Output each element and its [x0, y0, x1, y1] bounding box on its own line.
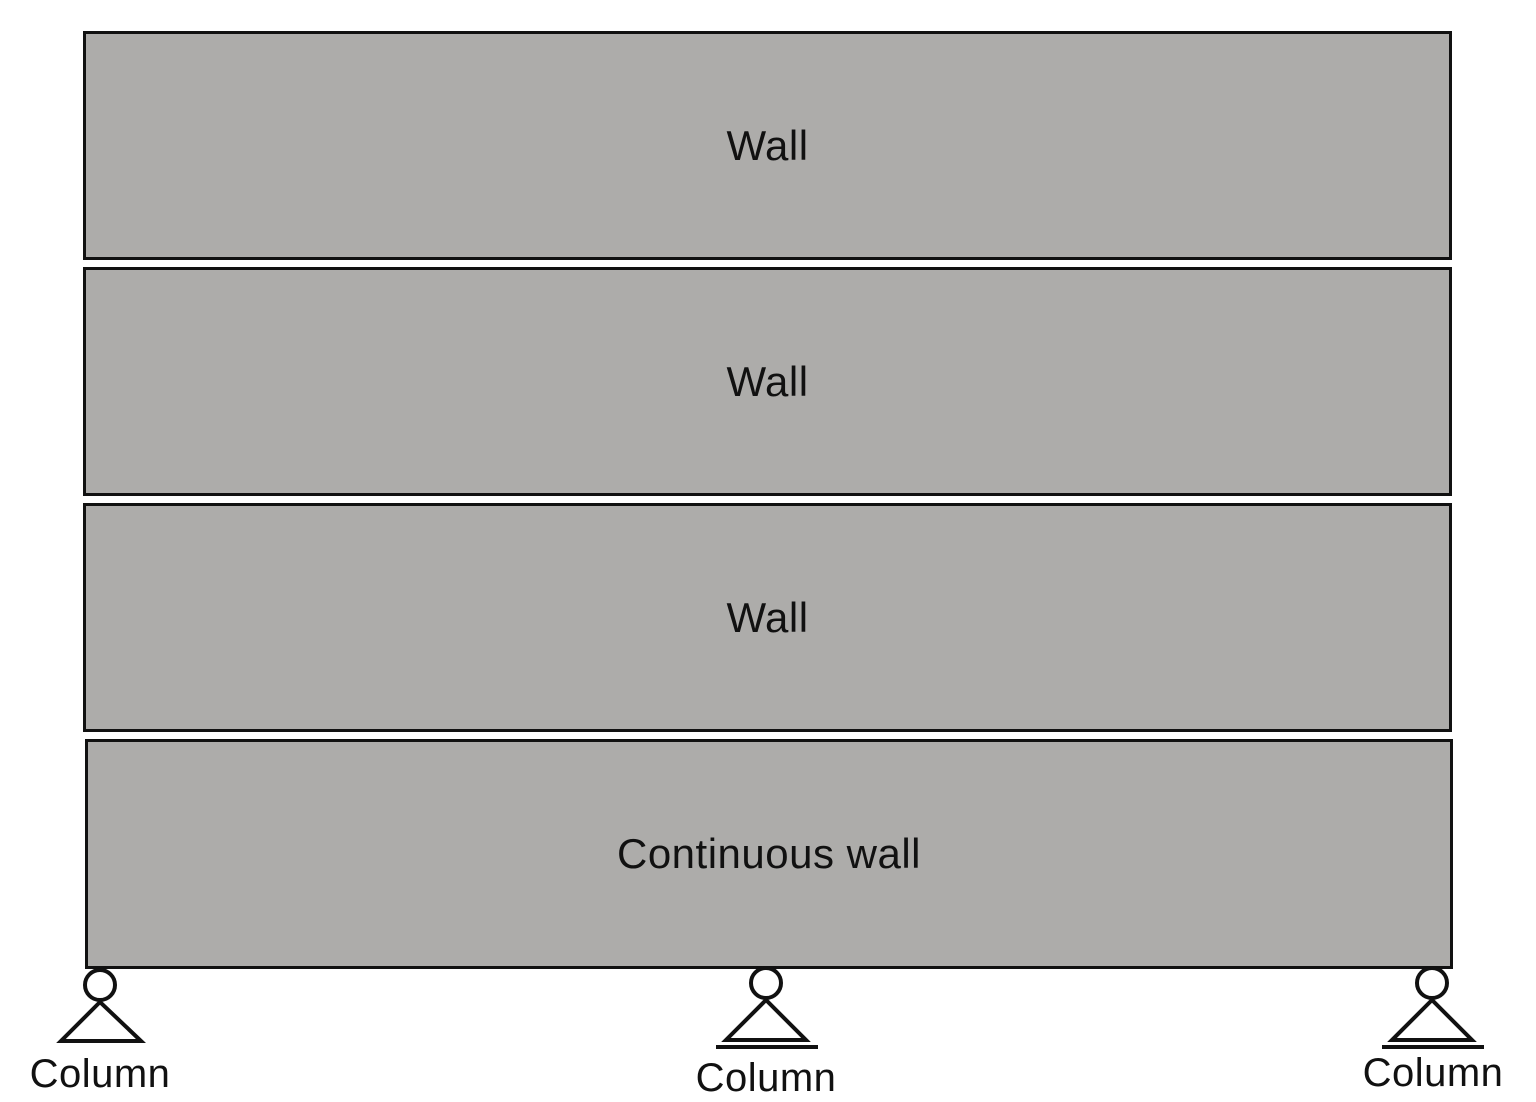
pin-support-left-icon: [56, 968, 147, 1043]
support-label-right: Column: [1362, 1051, 1504, 1095]
roller-support-middle-icon: [716, 966, 818, 1049]
continuous-wall-panel: Continuous wall: [85, 739, 1453, 969]
wall-panel-1: Wall: [83, 31, 1452, 260]
wall-panel-2-label: Wall: [726, 357, 809, 405]
roller-support-right-icon: [1382, 966, 1484, 1049]
wall-panel-1-label: Wall: [726, 121, 809, 169]
wall-panel-3-label: Wall: [726, 593, 809, 641]
support-label-left: Column: [29, 1052, 171, 1096]
wall-panel-3: Wall: [83, 503, 1452, 732]
wall-panel-2: Wall: [83, 267, 1452, 496]
support-label-middle: Column: [695, 1056, 837, 1100]
continuous-wall-label: Continuous wall: [616, 830, 921, 877]
